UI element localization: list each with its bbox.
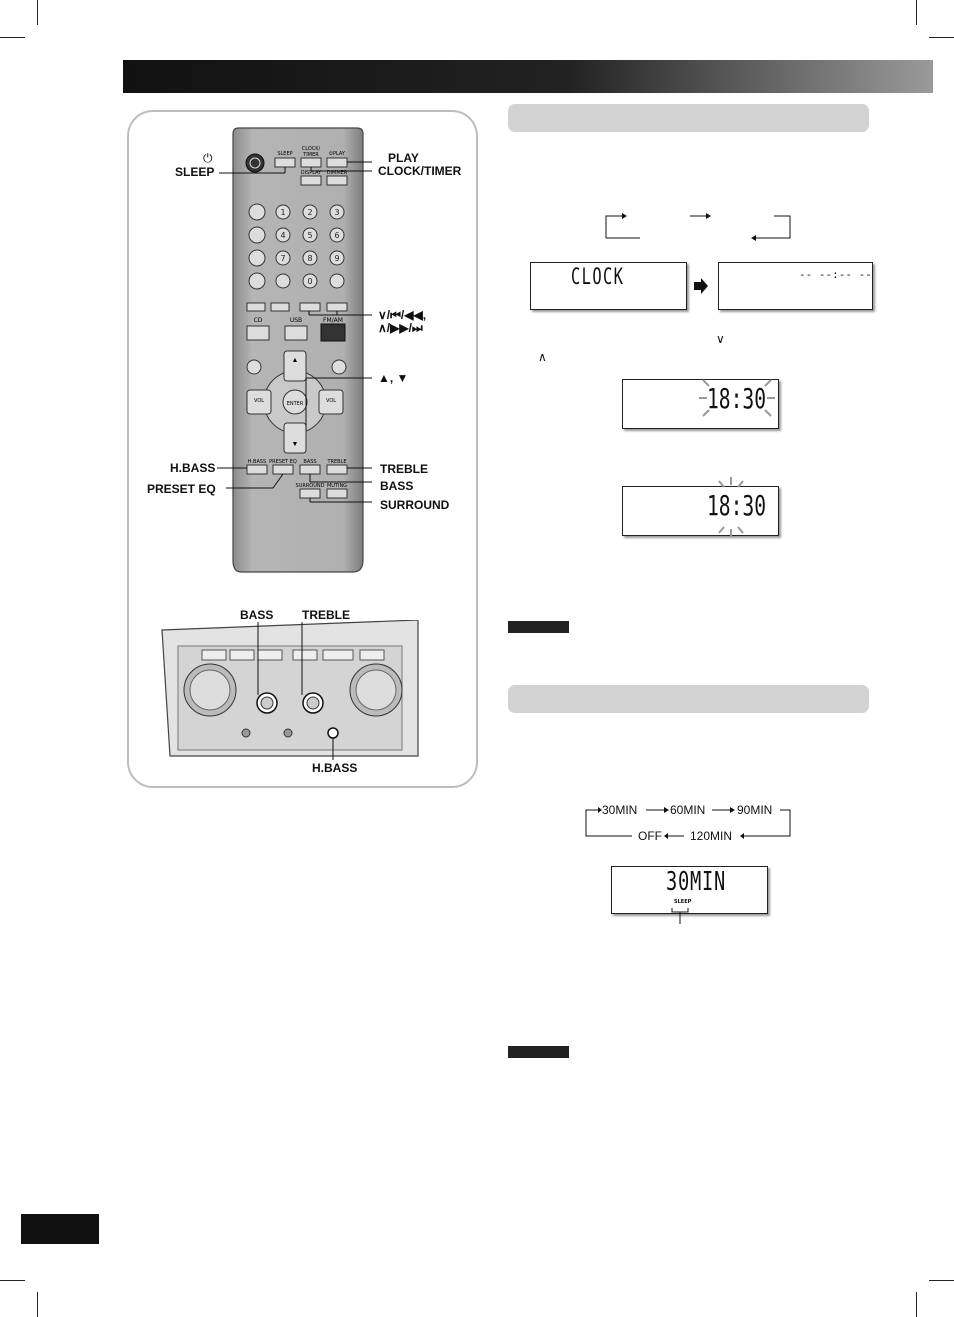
- note-tag: [508, 621, 569, 633]
- arrow-right-icon: [694, 278, 708, 294]
- main-unit-illustration: [161, 620, 419, 760]
- svg-text:▲: ▲: [292, 357, 299, 364]
- svg-text:ENTER: ENTER: [287, 401, 304, 407]
- svg-text:SLEEP: SLEEP: [277, 151, 292, 157]
- clock-display-1: CLOCK: [530, 262, 687, 310]
- svg-text:5: 5: [307, 231, 312, 240]
- svg-text:1: 1: [280, 208, 285, 217]
- svg-text:DIMMER: DIMMER: [327, 170, 348, 176]
- label-treble: TREBLE: [380, 462, 428, 476]
- label-surround: SURROUND: [380, 498, 450, 512]
- svg-text:USB: USB: [290, 317, 302, 324]
- svg-text:8: 8: [307, 254, 312, 263]
- svg-text:FM/AM: FM/AM: [323, 317, 343, 324]
- down-symbol: ∨: [716, 332, 725, 346]
- svg-text:H.BASS: H.BASS: [248, 459, 266, 465]
- svg-text:TIMER: TIMER: [302, 152, 319, 158]
- svg-text:BASS: BASS: [303, 459, 316, 465]
- sleep-seq-60: 60MIN: [670, 803, 706, 817]
- sleep-seq-120: 120MIN: [690, 829, 733, 843]
- crop-mark: [916, 0, 917, 25]
- page-header-bar: [123, 60, 933, 93]
- svg-text:⏲PLAY: ⏲PLAY: [329, 151, 346, 157]
- svg-text:TREBLE: TREBLE: [326, 459, 346, 465]
- sleep-seq-90: 90MIN: [737, 803, 773, 817]
- unit-label-bass: BASS: [240, 608, 274, 622]
- clock-display-2: -- --:-- --: [718, 262, 873, 310]
- sleep-display-text: 30MIN: [666, 867, 726, 897]
- label-hbass: H.BASS: [170, 461, 216, 475]
- label-preset-eq: PRESET EQ: [147, 482, 216, 496]
- note-tag: [508, 1046, 569, 1058]
- sleep-indicator: SLEEP: [674, 899, 692, 905]
- clock-cycle-arrows: [605, 213, 791, 241]
- label-skip-bottom: ∧/▶▶/⏭: [378, 321, 423, 335]
- svg-text:▼: ▼: [292, 441, 299, 448]
- label-sleep: SLEEP: [175, 165, 215, 179]
- sleep-display: 30MIN SLEEP: [611, 866, 768, 914]
- svg-text:6: 6: [334, 231, 339, 240]
- clock-display-4-text: 18:30: [707, 489, 767, 522]
- crop-mark: [0, 37, 25, 38]
- sleep-seq-30: 30MIN: [602, 803, 638, 817]
- clock-display-3-text: 18:30: [707, 382, 767, 415]
- crop-mark: [0, 1280, 25, 1281]
- crop-mark: [37, 1292, 38, 1317]
- sleep-seq-off: OFF: [638, 829, 662, 843]
- label-up-down: ▲, ▼: [378, 371, 409, 385]
- svg-text:CD: CD: [254, 317, 263, 324]
- clock-display-3: 18:30: [622, 379, 779, 429]
- svg-text:VOL: VOL: [254, 398, 264, 404]
- remote-control-illustration: SLEEP CLOCK/ TIMER ⏲PLAY DISPLAY DIMMER …: [217, 127, 372, 573]
- clock-section-bar: [508, 104, 869, 132]
- page-number-tab: [21, 1214, 99, 1244]
- svg-text:2: 2: [307, 208, 312, 217]
- svg-text:SURROUND: SURROUND: [296, 483, 325, 489]
- svg-text:PRESET EQ: PRESET EQ: [269, 459, 297, 465]
- crop-mark: [916, 1292, 917, 1317]
- clock-display-4: 18:30: [622, 477, 779, 537]
- svg-text:VOL: VOL: [326, 398, 336, 404]
- svg-text:MUTING: MUTING: [327, 483, 347, 489]
- clock-display-2-text: -- --:-- --: [799, 268, 872, 281]
- sleep-section-bar: [508, 685, 869, 713]
- svg-text:0: 0: [307, 277, 312, 286]
- label-skip-top: ∨/⏮/◀◀,: [378, 308, 427, 322]
- svg-text:CLOCK/: CLOCK/: [302, 146, 321, 152]
- clock-display-1-text: CLOCK: [571, 265, 625, 290]
- svg-text:4: 4: [280, 231, 285, 240]
- svg-text:9: 9: [334, 254, 339, 263]
- label-clock-timer: CLOCK/TIMER: [378, 164, 462, 178]
- sleep-cycle-arrows: [585, 807, 791, 839]
- power-icon: ⏻: [203, 151, 213, 165]
- unit-label-treble: TREBLE: [302, 608, 350, 622]
- crop-mark: [929, 1280, 954, 1281]
- unit-label-hbass: H.BASS: [312, 761, 358, 775]
- svg-text:7: 7: [280, 254, 285, 263]
- crop-mark: [37, 0, 38, 25]
- blink-rays-icon: [699, 379, 775, 417]
- svg-text:3: 3: [334, 208, 339, 217]
- up-symbol: ∧: [538, 350, 547, 364]
- label-bass: BASS: [380, 479, 414, 493]
- label-play: PLAY: [388, 151, 419, 165]
- sleep-indicator-pointer: [671, 908, 689, 924]
- crop-mark: [929, 37, 954, 38]
- svg-text:DISPLAY: DISPLAY: [301, 170, 322, 176]
- blink-rays-icon: [718, 477, 744, 537]
